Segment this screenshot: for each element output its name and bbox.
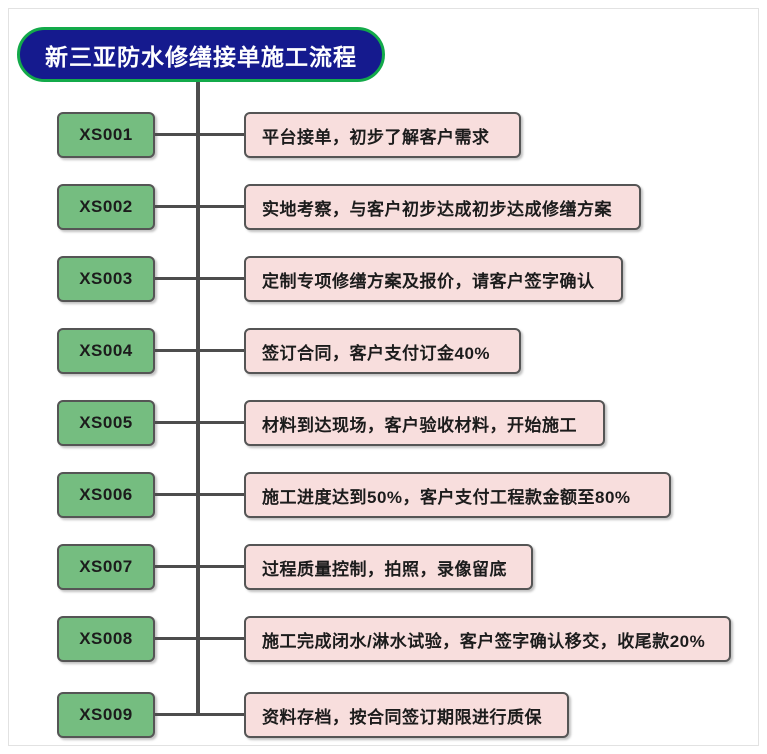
step-code-label: XS003 <box>79 269 133 288</box>
step-code-label: XS006 <box>79 485 133 504</box>
step-description-box[interactable]: 过程质量控制，拍照，录像留底 <box>244 544 533 590</box>
connector-trunk-to-description <box>198 349 246 352</box>
step-description-label: 定制专项修缮方案及报价，请客户签字确认 <box>262 271 595 291</box>
step-code-box[interactable]: XS005 <box>57 400 155 446</box>
step-description-box[interactable]: 施工进度达到50%，客户支付工程款金额至80% <box>244 472 671 518</box>
step-code-label: XS002 <box>79 197 133 216</box>
step-code-box[interactable]: XS007 <box>57 544 155 590</box>
step-description-label: 平台接单，初步了解客户需求 <box>262 127 490 147</box>
connector-code-to-trunk <box>155 713 198 716</box>
connector-trunk-to-description <box>198 493 246 496</box>
connector-code-to-trunk <box>155 133 198 136</box>
connector-trunk-to-description <box>198 637 246 640</box>
trunk-connector-line <box>196 82 200 716</box>
step-description-label: 施工完成闭水/淋水试验，客户签字确认移交，收尾款20% <box>262 631 706 651</box>
step-description-box[interactable]: 资料存档，按合同签订期限进行质保 <box>244 692 569 738</box>
step-description-label: 材料到达现场，客户验收材料，开始施工 <box>262 415 577 435</box>
step-code-label: XS005 <box>79 413 133 432</box>
step-description-label: 施工进度达到50%，客户支付工程款金额至80% <box>262 487 631 507</box>
step-code-box[interactable]: XS004 <box>57 328 155 374</box>
step-code-label: XS007 <box>79 557 133 576</box>
connector-code-to-trunk <box>155 205 198 208</box>
step-code-box[interactable]: XS008 <box>57 616 155 662</box>
connector-code-to-trunk <box>155 421 198 424</box>
connector-code-to-trunk <box>155 277 198 280</box>
step-description-label: 签订合同，客户支付订金40% <box>262 343 491 363</box>
step-description-label: 资料存档，按合同签订期限进行质保 <box>262 707 542 727</box>
connector-trunk-to-description <box>198 421 246 424</box>
step-description-label: 过程质量控制，拍照，录像留底 <box>262 559 507 579</box>
step-code-box[interactable]: XS006 <box>57 472 155 518</box>
connector-trunk-to-description <box>198 713 246 716</box>
connector-code-to-trunk <box>155 565 198 568</box>
step-description-label: 实地考察，与客户初步达成初步达成修缮方案 <box>262 199 612 219</box>
connector-trunk-to-description <box>198 277 246 280</box>
connector-code-to-trunk <box>155 349 198 352</box>
diagram-title-pill: 新三亚防水修缮接单施工流程 <box>17 27 385 82</box>
step-code-label: XS009 <box>79 705 133 724</box>
step-code-label: XS008 <box>79 629 133 648</box>
step-code-box[interactable]: XS002 <box>57 184 155 230</box>
step-code-label: XS004 <box>79 341 133 360</box>
step-description-box[interactable]: 定制专项修缮方案及报价，请客户签字确认 <box>244 256 623 302</box>
step-description-box[interactable]: 材料到达现场，客户验收材料，开始施工 <box>244 400 605 446</box>
step-code-box[interactable]: XS009 <box>57 692 155 738</box>
connector-code-to-trunk <box>155 493 198 496</box>
step-code-box[interactable]: XS001 <box>57 112 155 158</box>
step-description-box[interactable]: 平台接单，初步了解客户需求 <box>244 112 521 158</box>
step-description-box[interactable]: 签订合同，客户支付订金40% <box>244 328 521 374</box>
step-code-label: XS001 <box>79 125 133 144</box>
step-description-box[interactable]: 施工完成闭水/淋水试验，客户签字确认移交，收尾款20% <box>244 616 731 662</box>
connector-trunk-to-description <box>198 565 246 568</box>
connector-code-to-trunk <box>155 637 198 640</box>
diagram-title-text: 新三亚防水修缮接单施工流程 <box>45 43 357 70</box>
step-description-box[interactable]: 实地考察，与客户初步达成初步达成修缮方案 <box>244 184 641 230</box>
connector-trunk-to-description <box>198 133 246 136</box>
connector-trunk-to-description <box>198 205 246 208</box>
step-code-box[interactable]: XS003 <box>57 256 155 302</box>
